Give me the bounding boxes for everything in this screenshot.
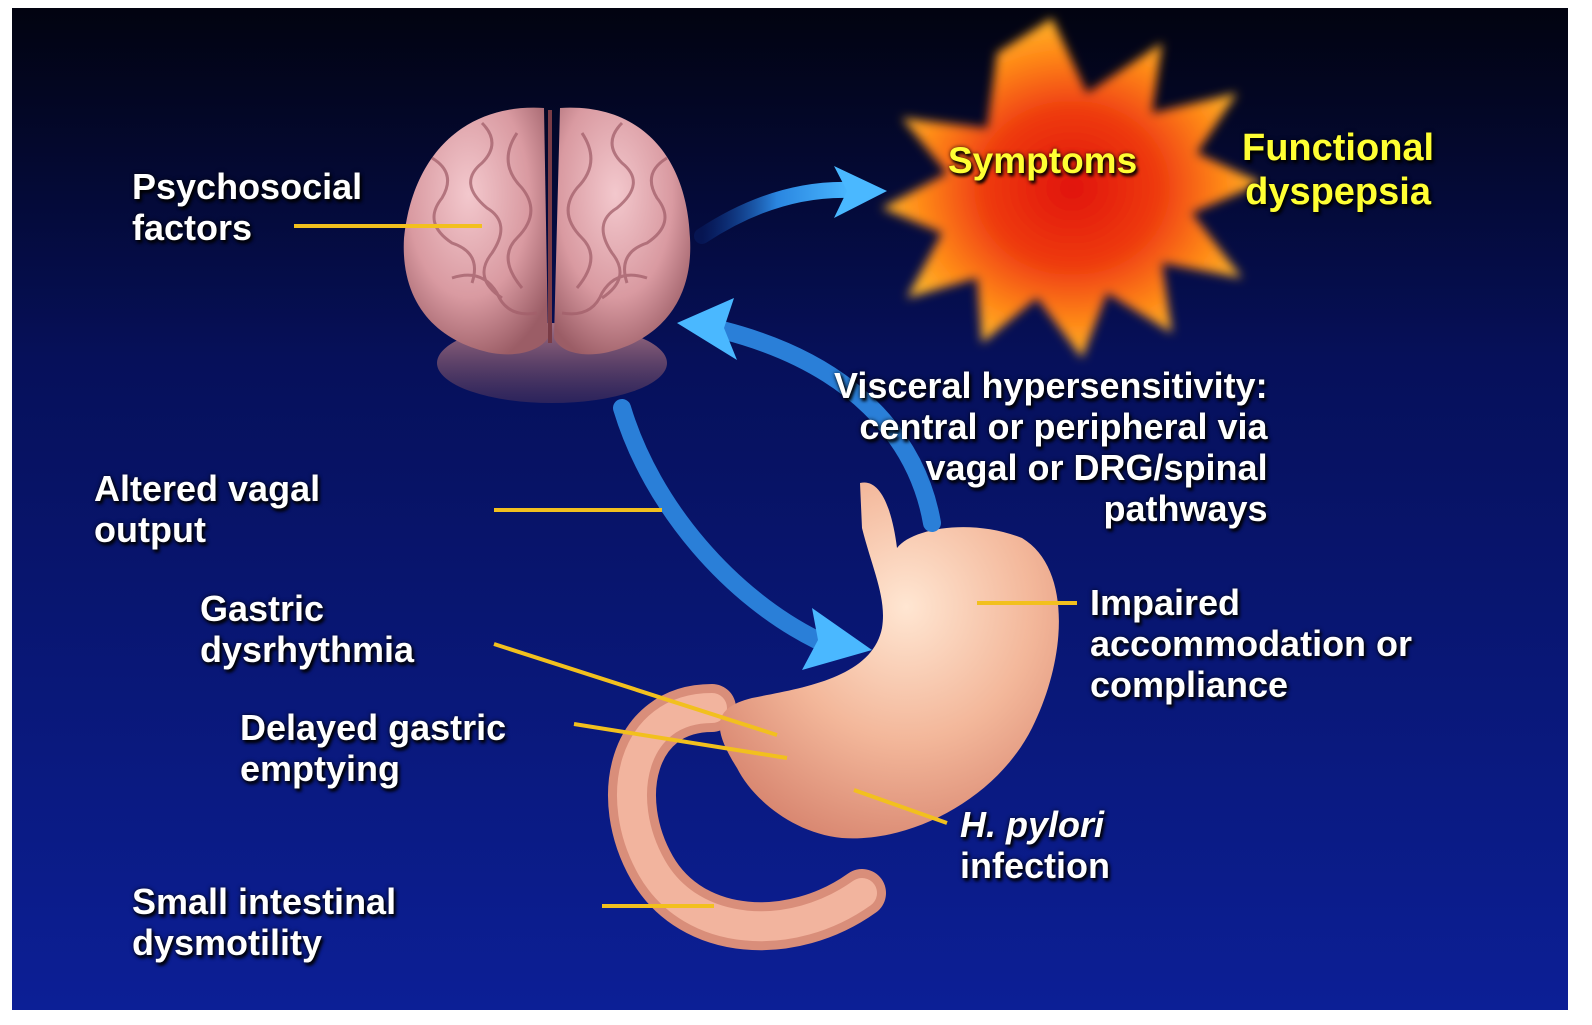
symptoms-label: Symptoms: [948, 140, 1137, 181]
label-line: Small intestinal: [132, 881, 396, 922]
label-line: central or peripheral via: [834, 406, 1268, 447]
label-line: dysrhythmia: [200, 629, 414, 670]
label-line: dysmotility: [132, 922, 396, 963]
diagram-title: Functional dyspepsia: [1242, 126, 1434, 214]
label-impaired-accommodation: Impaired accommodation or compliance: [1090, 582, 1412, 705]
label-line: accommodation or: [1090, 623, 1412, 664]
label-visceral-hypersensitivity: Visceral hypersensitivity: central or pe…: [834, 365, 1268, 529]
label-line: Altered vagal: [94, 468, 320, 509]
label-line: Visceral hypersensitivity:: [834, 365, 1268, 406]
label-line: H. pylori: [960, 804, 1110, 845]
label-line: Impaired: [1090, 582, 1412, 623]
label-line: vagal or DRG/spinal: [834, 447, 1268, 488]
label-small-intestinal-dysmotility: Small intestinal dysmotility: [132, 881, 396, 963]
label-psychosocial-factors: Psychosocial factors: [132, 166, 362, 248]
label-line: pathways: [834, 488, 1268, 529]
label-line: Delayed gastric: [240, 707, 506, 748]
label-altered-vagal-output: Altered vagal output: [94, 468, 320, 550]
label-line: Psychosocial: [132, 166, 362, 207]
title-line-1: Functional: [1242, 126, 1434, 170]
label-line: compliance: [1090, 664, 1412, 705]
label-line: emptying: [240, 748, 506, 789]
label-line: output: [94, 509, 320, 550]
label-line: factors: [132, 207, 362, 248]
title-line-2: dyspepsia: [1242, 170, 1434, 214]
label-delayed-gastric-emptying: Delayed gastric emptying: [240, 707, 506, 789]
label-line: Gastric: [200, 588, 414, 629]
slide: Symptoms Functional dyspepsia Psychosoci…: [12, 8, 1568, 1010]
label-line: infection: [960, 845, 1110, 886]
label-gastric-dysrhythmia: Gastric dysrhythmia: [200, 588, 414, 670]
label-h-pylori-infection: H. pylori infection: [960, 804, 1110, 886]
